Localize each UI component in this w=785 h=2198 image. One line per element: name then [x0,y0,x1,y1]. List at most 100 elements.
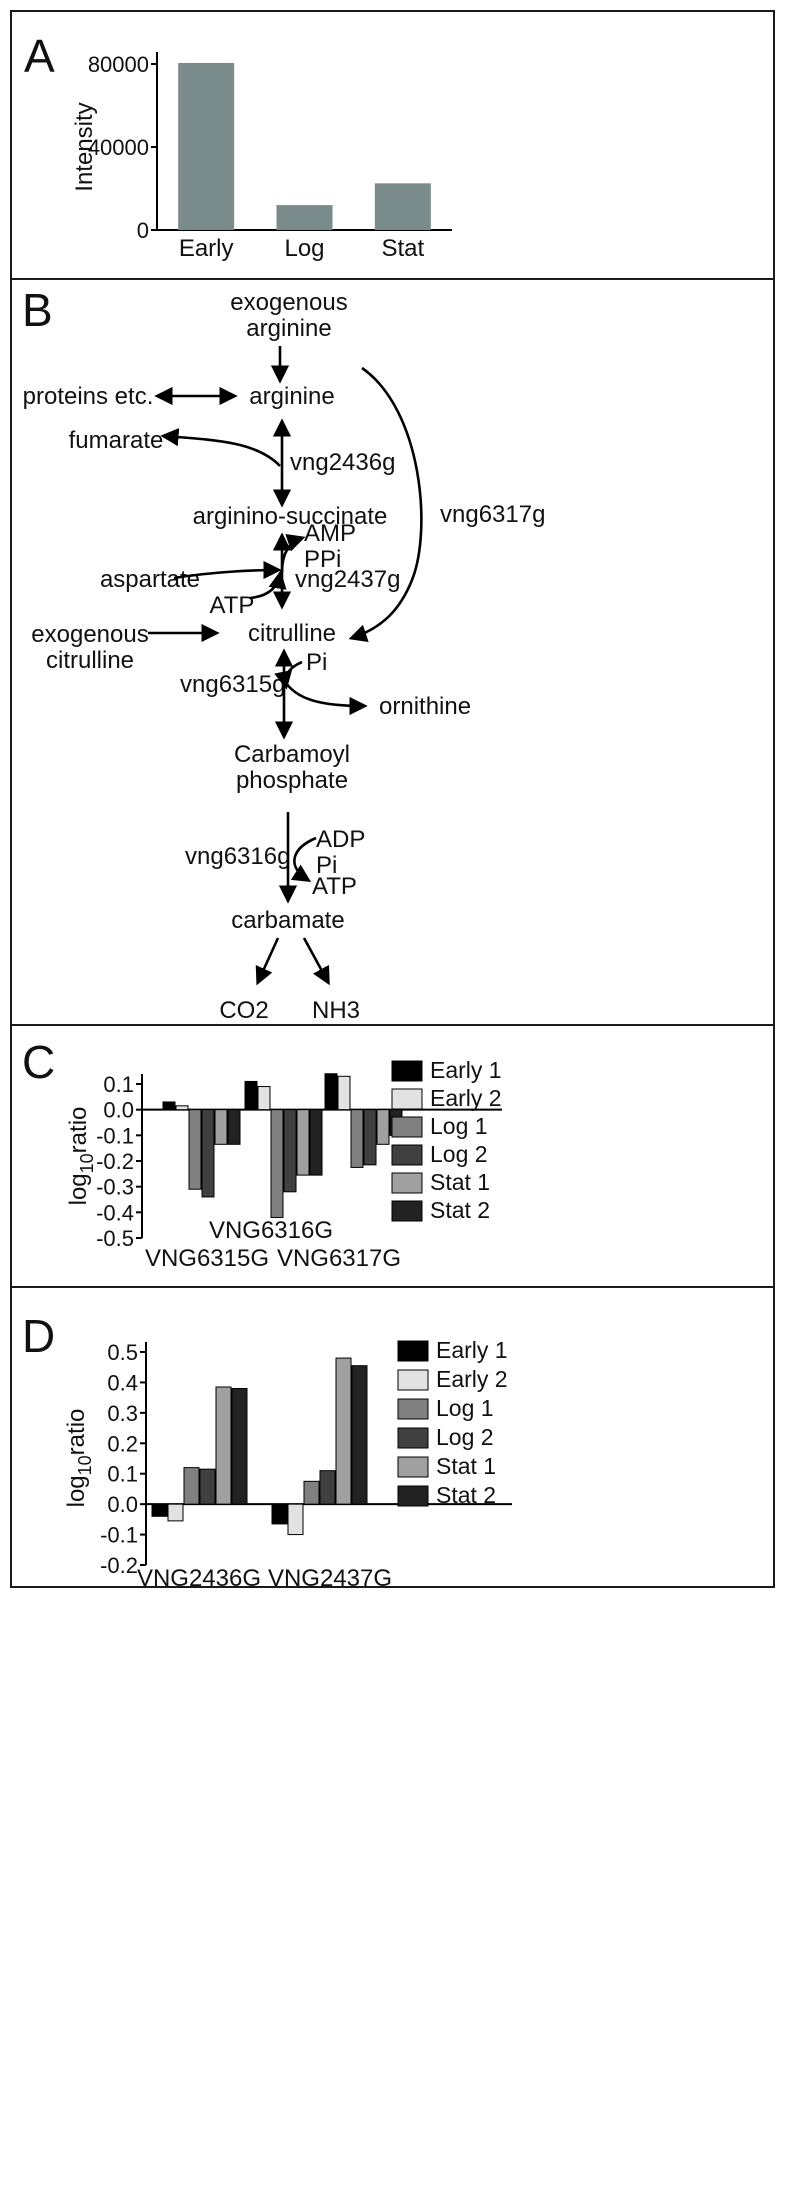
vng2436-2437-ratio-chart: D 0.50.40.30.20.10.0-0.1-0.2log10ratioVN… [22,1310,512,1592]
node-pi-1: Pi [306,649,327,676]
y-tick-label: -0.5 [96,1226,134,1251]
node-atp-2: ATP [312,873,357,900]
bar-vng6316g-early-2 [257,1086,271,1111]
legend-label: Early 2 [430,1085,502,1111]
legend-swatch [391,1144,423,1166]
gene-label-vng6315g: vng6315g [180,671,285,698]
node-carbamoyl-line1: Carbamoyl [234,741,350,768]
node-exogenous-arginine-line1: exogenous [230,289,347,316]
category-label-vng2436g: VNG2436G [137,1565,261,1592]
category-label-vng2437g: VNG2437G [268,1565,392,1592]
arrow-fumarate-release [160,428,281,467]
arrow-amp-ppi-release [280,533,306,573]
bar-vng2437g-stat-2 [351,1365,368,1505]
y-tick-label: 80000 [88,52,149,77]
gene-label-vng6317g: vng6317g [440,501,545,528]
node-citrulline: citrulline [248,620,336,647]
bar-vng2436g-early-2 [167,1503,184,1522]
gene-label-vng6316g: vng6316g [185,843,290,870]
node-argininosuccinate: arginino-succinate [193,503,388,530]
y-tick-label: 0.5 [107,1340,138,1365]
legend-swatch [391,1060,423,1082]
bar-vng6317g-early-2 [337,1075,351,1111]
node-carbamate: carbamate [231,907,344,934]
bar-vng2437g-log-2 [319,1470,336,1505]
node-fumarate: fumarate [69,427,164,454]
panel-b: B exogenous arginine arginine proteins e… [10,278,775,1026]
legend-swatch [397,1340,429,1362]
node-arginine: arginine [249,383,334,410]
y-tick-label: 0.2 [107,1431,138,1456]
node-adp: ADP [316,826,365,853]
node-exogenous-arginine-line2: arginine [246,315,331,342]
bar-vng2437g-early-2 [287,1503,304,1536]
node-ppi: PPi [304,546,341,573]
node-exogenous-citrulline-line1: exogenous [31,621,148,648]
y-tick-label: -0.1 [100,1523,138,1548]
arginine-pathway-diagram: B exogenous arginine arginine proteins e… [22,284,545,1024]
panel-label-d: D [22,1310,55,1362]
legend-swatch [397,1456,429,1478]
bar-vng6317g-log-2 [363,1109,377,1166]
node-amp: AMP [304,520,356,547]
category-label-vng6317g: VNG6317G [277,1245,401,1272]
arrow-adp-to-atp [290,836,317,882]
bar-vng6315g-early-2 [175,1105,189,1111]
x-tick-label: Early [179,235,234,262]
node-carbamoyl-line2: phosphate [236,767,348,794]
y-tick-label: -0.2 [100,1553,138,1578]
vng6315-6317-ratio-chart: C 0.10.0-0.1-0.2-0.3-0.4-0.5log10ratioVN… [22,1036,502,1272]
arrow-carbamate-co2 [255,937,280,986]
bar-vng6316g-log-2 [283,1109,297,1193]
legend-label: Log 1 [430,1113,488,1139]
bar-vng6315g-stat-1 [214,1109,228,1145]
y-tick-label: -0.2 [96,1149,134,1174]
arrow-aspartate-input [173,560,282,580]
bar-vng2436g-log-1 [183,1467,200,1505]
y-tick-label: 0.1 [103,1072,134,1097]
legend-label: Log 2 [430,1141,488,1167]
bar-vng6316g-stat-2 [309,1109,323,1176]
gene-label-vng2436g: vng2436g [290,449,395,476]
node-exogenous-citrulline-line2: citrulline [46,647,134,674]
bar-vng6316g-early-1 [244,1080,258,1111]
y-tick-label: -0.1 [96,1123,134,1148]
panel-label-a: A [24,30,55,82]
bar-vng2436g-stat-2 [231,1388,248,1505]
legend-swatch [397,1427,429,1449]
arrow-vng6317g-arginine-citrulline [348,366,423,643]
node-proteins: proteins etc. [23,383,154,410]
y-tick-label: 0.0 [103,1098,134,1123]
bar-vng6317g-log-1 [350,1109,364,1168]
node-ornithine: ornithine [379,693,471,720]
arrow-ornithine-release [282,679,368,716]
bar-early [178,62,235,231]
legend-label: Early 2 [436,1366,508,1392]
y-axis-label: Intensity [71,102,98,191]
bar-vng2437g-stat-1 [335,1357,352,1505]
category-label-vng6315g: VNG6315G [145,1245,269,1272]
node-atp-1: ATP [210,592,255,619]
y-tick-label: 40000 [88,135,149,160]
y-tick-label: 0.0 [107,1492,138,1517]
bar-log [276,205,333,230]
x-tick-label: Log [284,235,324,262]
legend-swatch [391,1172,423,1194]
bar-vng2436g-early-1 [151,1503,168,1517]
bar-vng2436g-log-2 [199,1468,216,1505]
bar-vng6317g-stat-1 [376,1109,390,1145]
bar-vng2436g-stat-1 [215,1386,232,1505]
category-label-vng6316g: VNG6316G [209,1217,333,1244]
bar-vng6316g-stat-1 [296,1109,310,1176]
y-tick-label: 0 [137,218,149,243]
bar-vng6315g-stat-2 [227,1109,241,1145]
legend-label: Log 2 [436,1424,494,1450]
arrow-atp-input [249,570,287,600]
legend-swatch [391,1116,423,1138]
y-tick-label: 0.4 [107,1370,138,1395]
bar-vng2437g-early-1 [271,1503,288,1525]
